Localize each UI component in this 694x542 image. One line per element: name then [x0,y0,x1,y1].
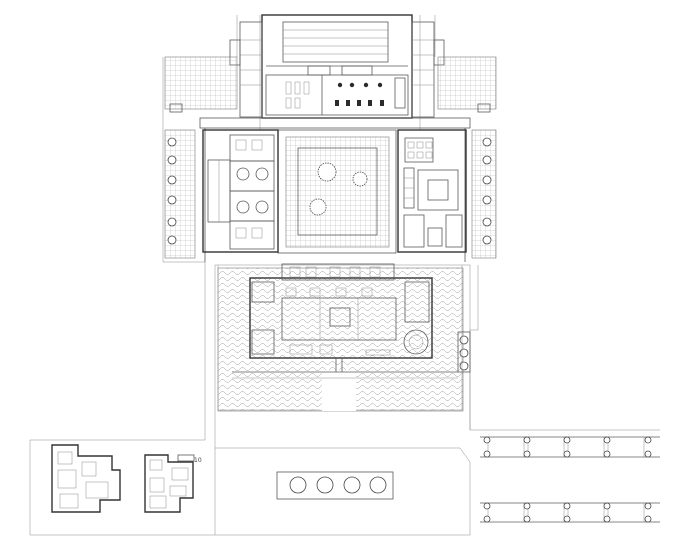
villa-right [144,454,195,513]
south-terrace-lines [232,371,458,379]
parking-row-upper [480,436,660,458]
tree-planter-south [276,471,394,500]
south-main-building [249,263,433,359]
central-courtyard [277,129,397,254]
paved-terrace-nw [164,56,238,110]
unit-marker-label: 10 [194,457,202,464]
paved-terrace-ne [437,56,497,110]
villa-left [51,444,121,513]
site-boundary [29,15,660,536]
north-building [261,14,413,119]
north-annex-right [411,21,445,118]
courtyard-trees [309,162,368,216]
west-wing [202,129,279,253]
east-wing [397,129,467,253]
entry-markers [217,265,463,411]
north-annex-left [229,21,263,118]
east-parking [471,129,497,259]
parking-row-lower [480,502,660,523]
west-parking [164,129,196,259]
north-walkway [199,117,471,129]
